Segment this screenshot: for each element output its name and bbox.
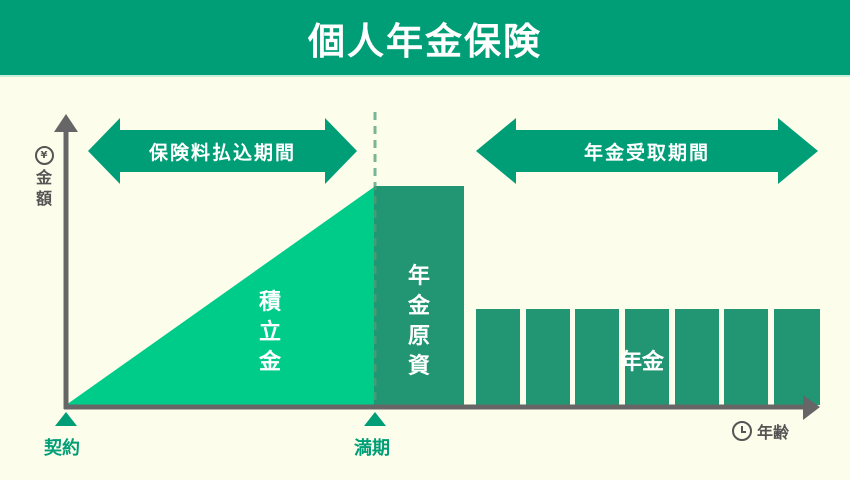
x-axis-arrowhead-icon bbox=[803, 395, 820, 420]
principal-char: 資 bbox=[407, 354, 430, 379]
pension-bar bbox=[625, 309, 669, 405]
principal-bar bbox=[374, 186, 464, 405]
receiving-period-label: 年金受取期間 bbox=[583, 141, 710, 164]
y-axis-label-char: 額 bbox=[35, 189, 52, 208]
pension-bar bbox=[476, 309, 520, 405]
principal-char: 年 bbox=[407, 264, 430, 289]
accumulation-char: 金 bbox=[258, 350, 281, 375]
x-axis-label: 年齢 bbox=[732, 419, 789, 443]
pension-bars bbox=[476, 309, 820, 405]
y-axis-label-char: 金 bbox=[35, 168, 52, 187]
principal-char: 原 bbox=[407, 324, 430, 349]
pension-bar bbox=[575, 309, 619, 405]
header-divider bbox=[0, 75, 850, 77]
accumulation-label: 積 立 金 bbox=[255, 288, 285, 378]
principal-char: 金 bbox=[407, 294, 430, 319]
y-axis-label: ¥ 金 額 bbox=[31, 146, 57, 209]
clock-icon bbox=[732, 421, 752, 441]
maturity-marker-icon bbox=[364, 412, 386, 426]
payment-period-arrow bbox=[88, 118, 357, 184]
contract-label: 契約 bbox=[44, 438, 80, 459]
payment-period-label: 保険料払込期間 bbox=[148, 141, 296, 164]
pension-bar bbox=[526, 309, 570, 405]
page-title: 個人年金保険 bbox=[308, 19, 542, 63]
yen-circle-icon: ¥ bbox=[34, 146, 54, 165]
accumulation-triangle bbox=[66, 187, 374, 405]
maturity-label: 満期 bbox=[354, 438, 390, 459]
pension-bar bbox=[724, 309, 768, 405]
header: 個人年金保険 bbox=[0, 0, 850, 75]
pension-bar bbox=[675, 309, 719, 405]
x-axis-label-text: 年齢 bbox=[757, 423, 790, 442]
accumulation-char: 立 bbox=[258, 320, 281, 345]
principal-label: 年 金 原 資 bbox=[404, 262, 434, 382]
accumulation-char: 積 bbox=[258, 290, 281, 315]
pension-label: 年金 bbox=[620, 350, 665, 375]
receiving-period-arrow bbox=[476, 118, 818, 184]
pension-bar bbox=[774, 309, 820, 405]
contract-marker-icon bbox=[55, 412, 77, 426]
y-axis-arrowhead-icon bbox=[54, 114, 78, 132]
